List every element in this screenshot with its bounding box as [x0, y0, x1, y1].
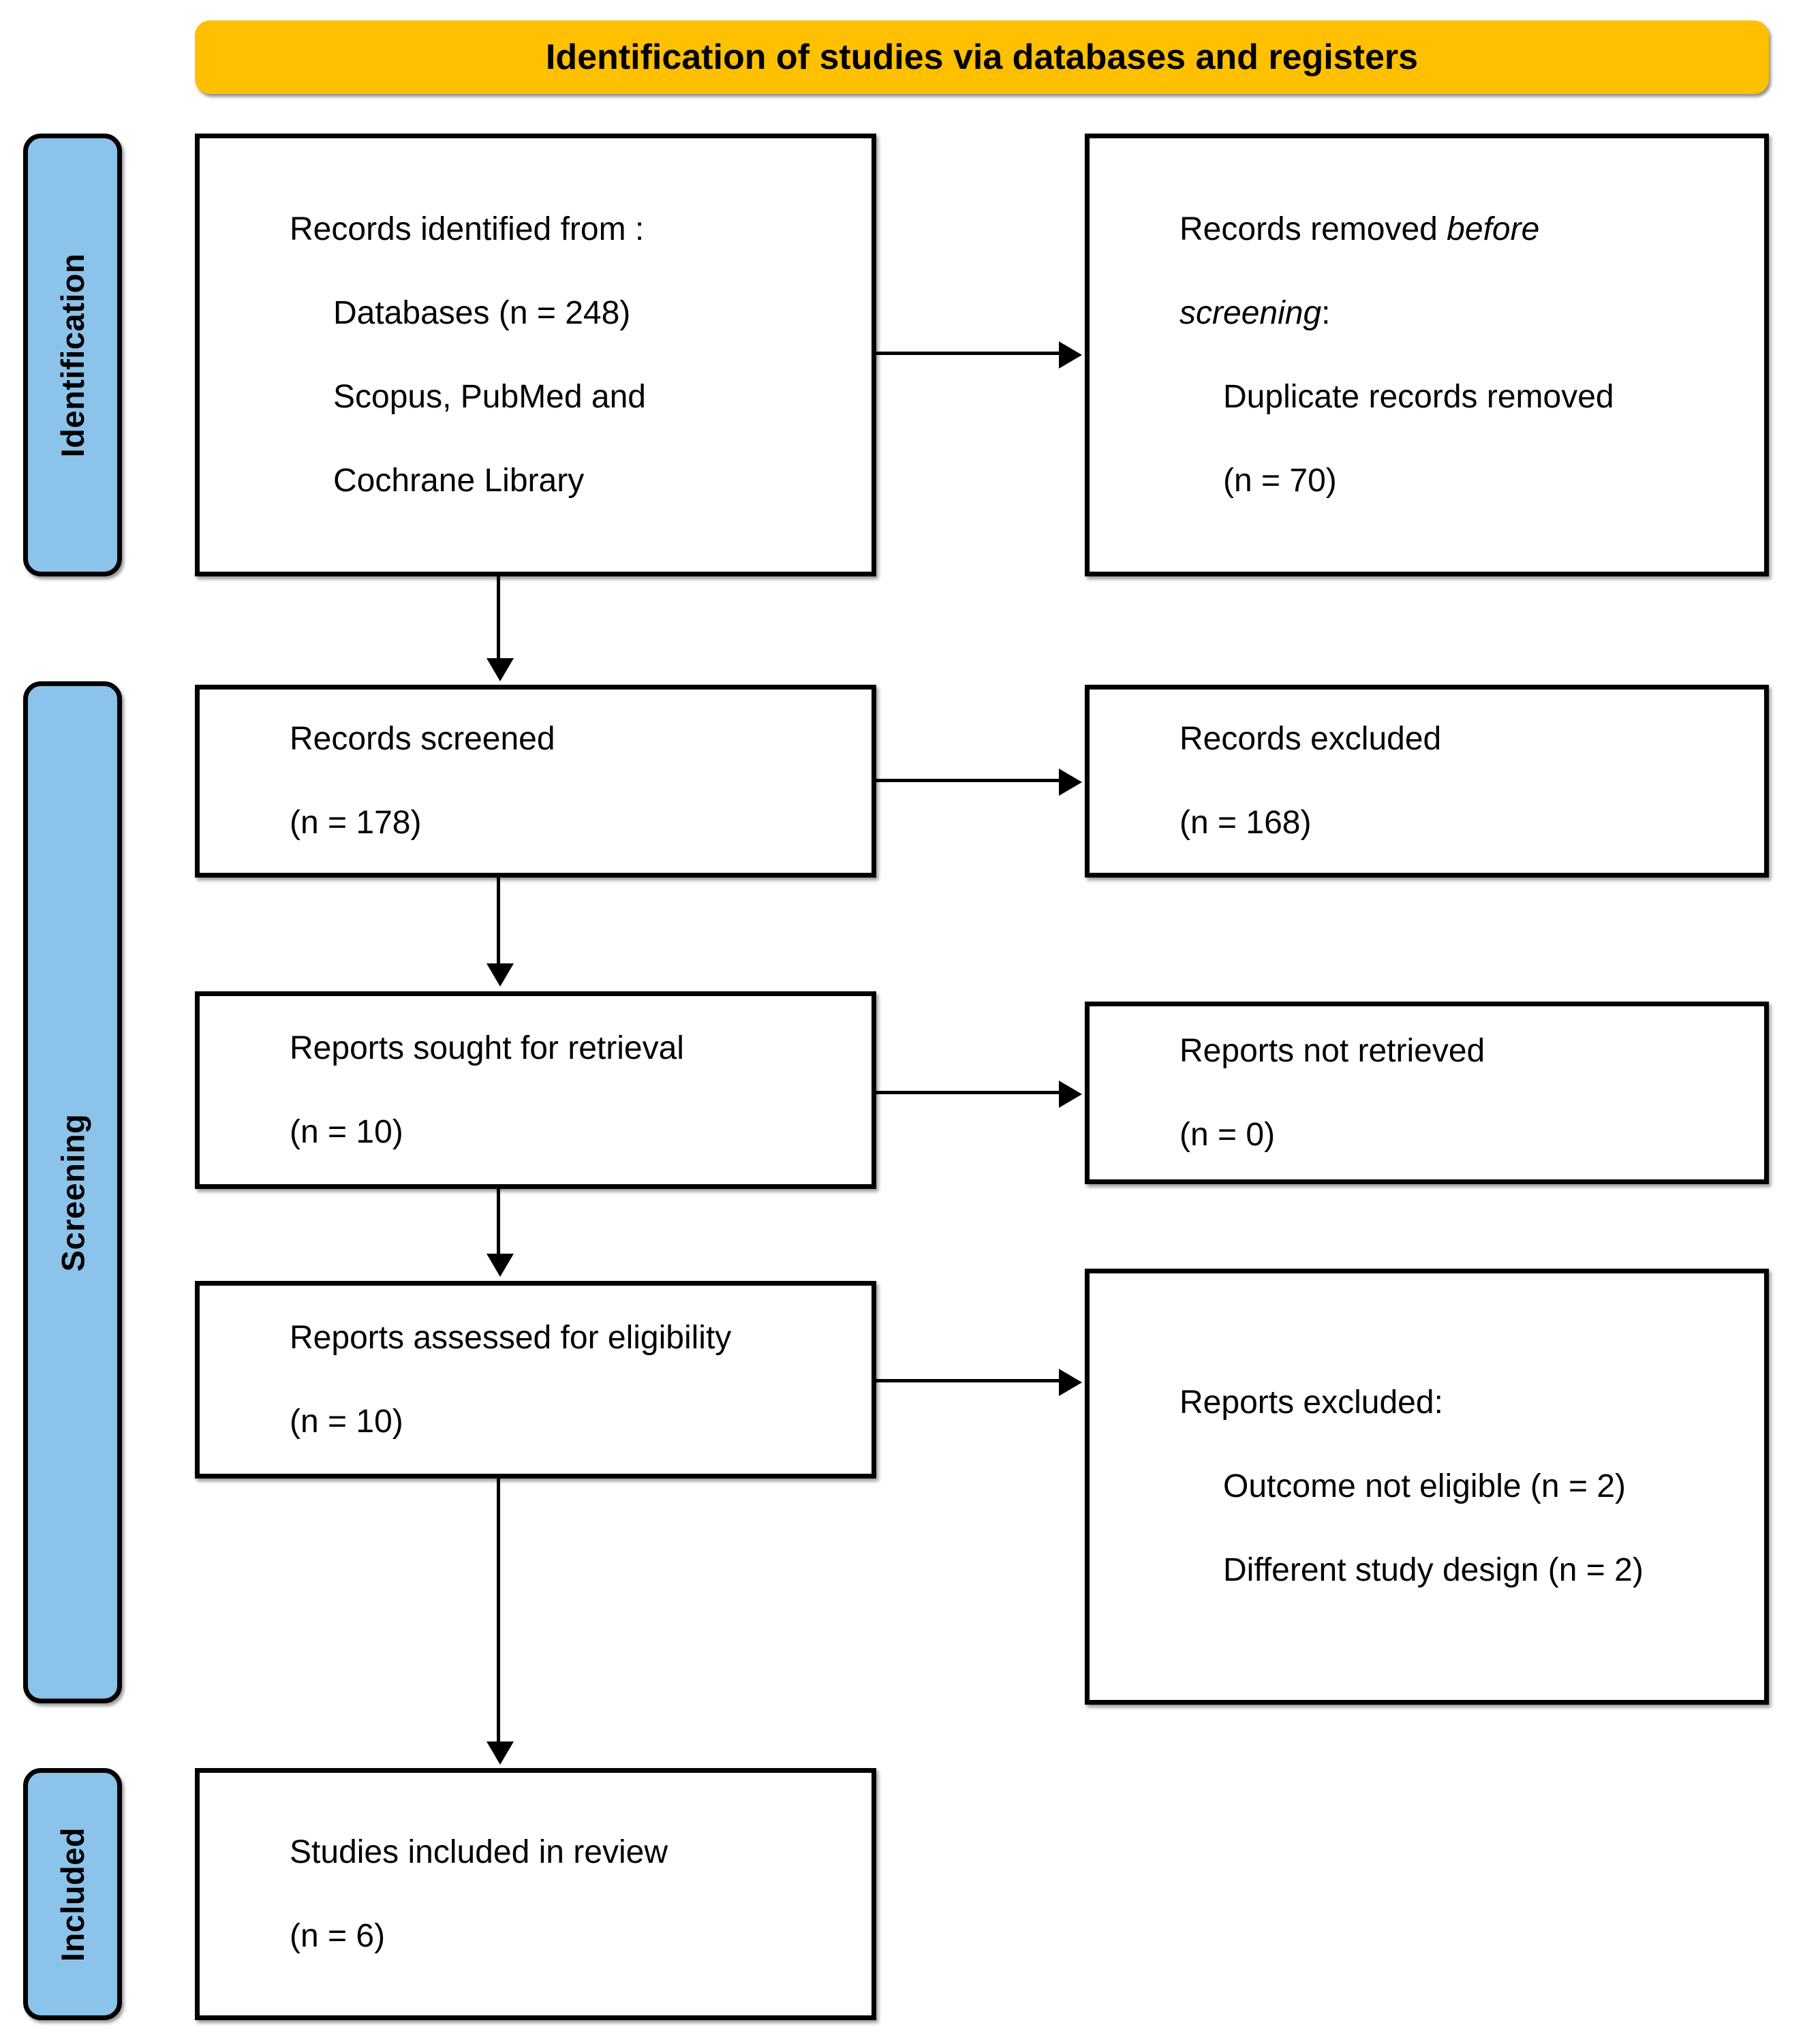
box-reports-sought-for-retrieval: Reports sought for retrieval (n = 10)	[195, 991, 876, 1189]
stage-label-included-text: Included	[55, 1827, 91, 1962]
arrow-down-icon-to-records-screened	[487, 658, 514, 681]
connector-line-identified-to-removed	[876, 352, 1060, 355]
arrow-right-icon-to-reports-excluded	[1059, 1369, 1082, 1396]
reports-not-retrieved-line2: (n = 0)	[1179, 1116, 1276, 1153]
box-studies-included-text: Studies included in review (n = 6)	[200, 1789, 684, 1998]
studies-included-line1: Studies included in review	[290, 1833, 668, 1870]
records-screened-line2: (n = 178)	[290, 805, 422, 841]
arrow-down-icon-to-studies-included	[487, 1741, 514, 1765]
records-removed-line1-italic: before	[1447, 211, 1540, 247]
box-records-identified-text: Records identified from : Databases (n =…	[200, 167, 662, 544]
box-records-screened: Records screened (n = 178)	[195, 685, 876, 878]
diagram-header-banner: Identification of studies via databases …	[195, 20, 1769, 94]
records-screened-line1: Records screened	[290, 721, 555, 758]
reports-sought-line1: Reports sought for retrieval	[290, 1029, 684, 1066]
studies-included-line2: (n = 6)	[290, 1917, 386, 1954]
box-reports-assessed-text: Reports assessed for eligibility (n = 10…	[200, 1275, 747, 1484]
box-records-excluded-text: Records excluded (n = 168)	[1090, 677, 1457, 886]
connector-line-screened-to-sought	[497, 878, 500, 966]
records-identified-line3: Scopus, PubMed and	[333, 378, 646, 415]
records-removed-line3: Duplicate records removed	[1223, 378, 1614, 415]
records-removed-line2-plain: :	[1321, 294, 1331, 331]
reports-excluded-line3: Different study design (n = 2)	[1223, 1552, 1644, 1589]
records-identified-line2: Databases (n = 248)	[333, 294, 631, 331]
connector-line-sought-to-assessed	[497, 1189, 500, 1257]
arrow-down-icon-to-reports-sought	[487, 963, 514, 987]
page-title: Identification of studies via databases …	[545, 37, 1419, 77]
box-records-screened-text: Records screened (n = 178)	[200, 677, 572, 886]
connector-line-assessed-to-excluded	[876, 1379, 1060, 1382]
reports-sought-line2: (n = 10)	[290, 1113, 403, 1150]
reports-excluded-line2: Outcome not eligible (n = 2)	[1223, 1468, 1626, 1505]
records-identified-line1: Records identified from :	[290, 211, 645, 247]
box-records-removed-text: Records removed before screening: Duplic…	[1090, 167, 1631, 544]
arrow-down-icon-to-reports-assessed	[487, 1254, 514, 1277]
records-removed-line2-italic: screening	[1179, 294, 1322, 331]
reports-assessed-line1: Reports assessed for eligibility	[290, 1319, 732, 1356]
connector-line-sought-to-notretrieved	[876, 1091, 1060, 1094]
stage-label-included: Included	[23, 1768, 122, 2020]
connector-line-screened-to-excluded	[876, 779, 1060, 782]
box-records-excluded: Records excluded (n = 168)	[1085, 685, 1769, 878]
reports-excluded-line1: Reports excluded:	[1179, 1384, 1443, 1421]
reports-assessed-line2: (n = 10)	[290, 1403, 403, 1440]
box-records-identified: Records identified from : Databases (n =…	[195, 134, 876, 576]
stage-label-screening-text: Screening	[55, 1113, 91, 1271]
stage-label-identification: Identification	[23, 134, 122, 576]
box-reports-not-retrieved: Reports not retrieved (n = 0)	[1085, 1002, 1769, 1184]
connector-line-assessed-to-included	[497, 1478, 500, 1744]
box-reports-excluded: Reports excluded: Outcome not eligible (…	[1085, 1269, 1769, 1705]
arrow-right-icon-to-reports-not-retrieved	[1059, 1081, 1082, 1108]
box-studies-included-in-review: Studies included in review (n = 6)	[195, 1768, 876, 2020]
records-excluded-line2: (n = 168)	[1179, 805, 1312, 841]
stage-label-screening: Screening	[23, 681, 122, 1703]
box-reports-assessed-for-eligibility: Reports assessed for eligibility (n = 10…	[195, 1281, 876, 1478]
box-reports-excluded-text: Reports excluded: Outcome not eligible (…	[1090, 1340, 1660, 1633]
records-removed-line4: (n = 70)	[1223, 462, 1337, 499]
connector-line-identified-to-screened	[497, 576, 500, 662]
arrow-right-icon-to-records-removed	[1059, 341, 1082, 369]
stage-label-identification-text: Identification	[55, 253, 91, 457]
box-records-removed-before-screening: Records removed before screening: Duplic…	[1085, 134, 1769, 576]
box-reports-not-retrieved-text: Reports not retrieved (n = 0)	[1090, 988, 1501, 1197]
records-removed-line1-plain: Records removed	[1179, 211, 1447, 247]
records-identified-line4: Cochrane Library	[333, 462, 585, 499]
reports-not-retrieved-line1: Reports not retrieved	[1179, 1032, 1485, 1069]
arrow-right-icon-to-records-excluded	[1059, 769, 1082, 796]
box-reports-sought-text: Reports sought for retrieval (n = 10)	[200, 985, 700, 1194]
records-excluded-line1: Records excluded	[1179, 721, 1442, 758]
